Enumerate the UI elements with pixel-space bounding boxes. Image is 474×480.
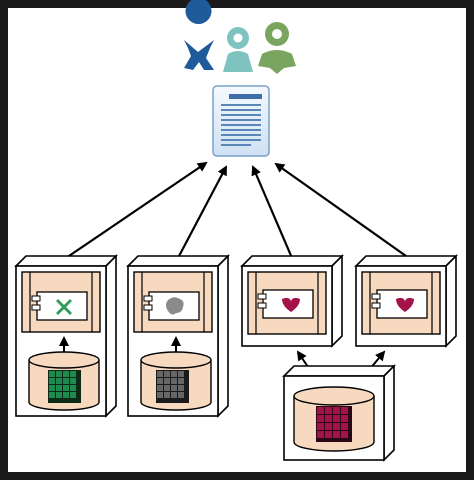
arrow-server-1-to-document — [65, 161, 208, 259]
arrow-server-2-to-document — [177, 165, 227, 259]
server-2 — [126, 254, 230, 418]
shared-database-grid — [316, 406, 352, 442]
shared-database — [293, 386, 375, 452]
shared-database-host — [282, 364, 396, 462]
server-1 — [14, 254, 118, 418]
arrow-server-3-to-document — [251, 165, 294, 259]
component-blob-icon — [166, 297, 184, 315]
document-icon — [212, 85, 270, 157]
arrows-to-document — [65, 161, 407, 259]
database-1-grid — [48, 370, 81, 403]
user-icon-green — [258, 22, 296, 74]
database-1 — [28, 351, 100, 411]
component-heart-icon — [396, 297, 414, 312]
database-2 — [140, 351, 212, 411]
user-icon-blue — [184, 0, 214, 70]
users-group — [184, 0, 296, 74]
server-4 — [354, 254, 458, 348]
arrow-server-4-to-document — [274, 162, 407, 257]
component-x-icon — [56, 299, 72, 315]
component-heart-icon — [282, 297, 300, 312]
user-icon-teal — [223, 27, 253, 72]
server-3 — [240, 254, 344, 348]
database-2-grid — [156, 370, 189, 403]
